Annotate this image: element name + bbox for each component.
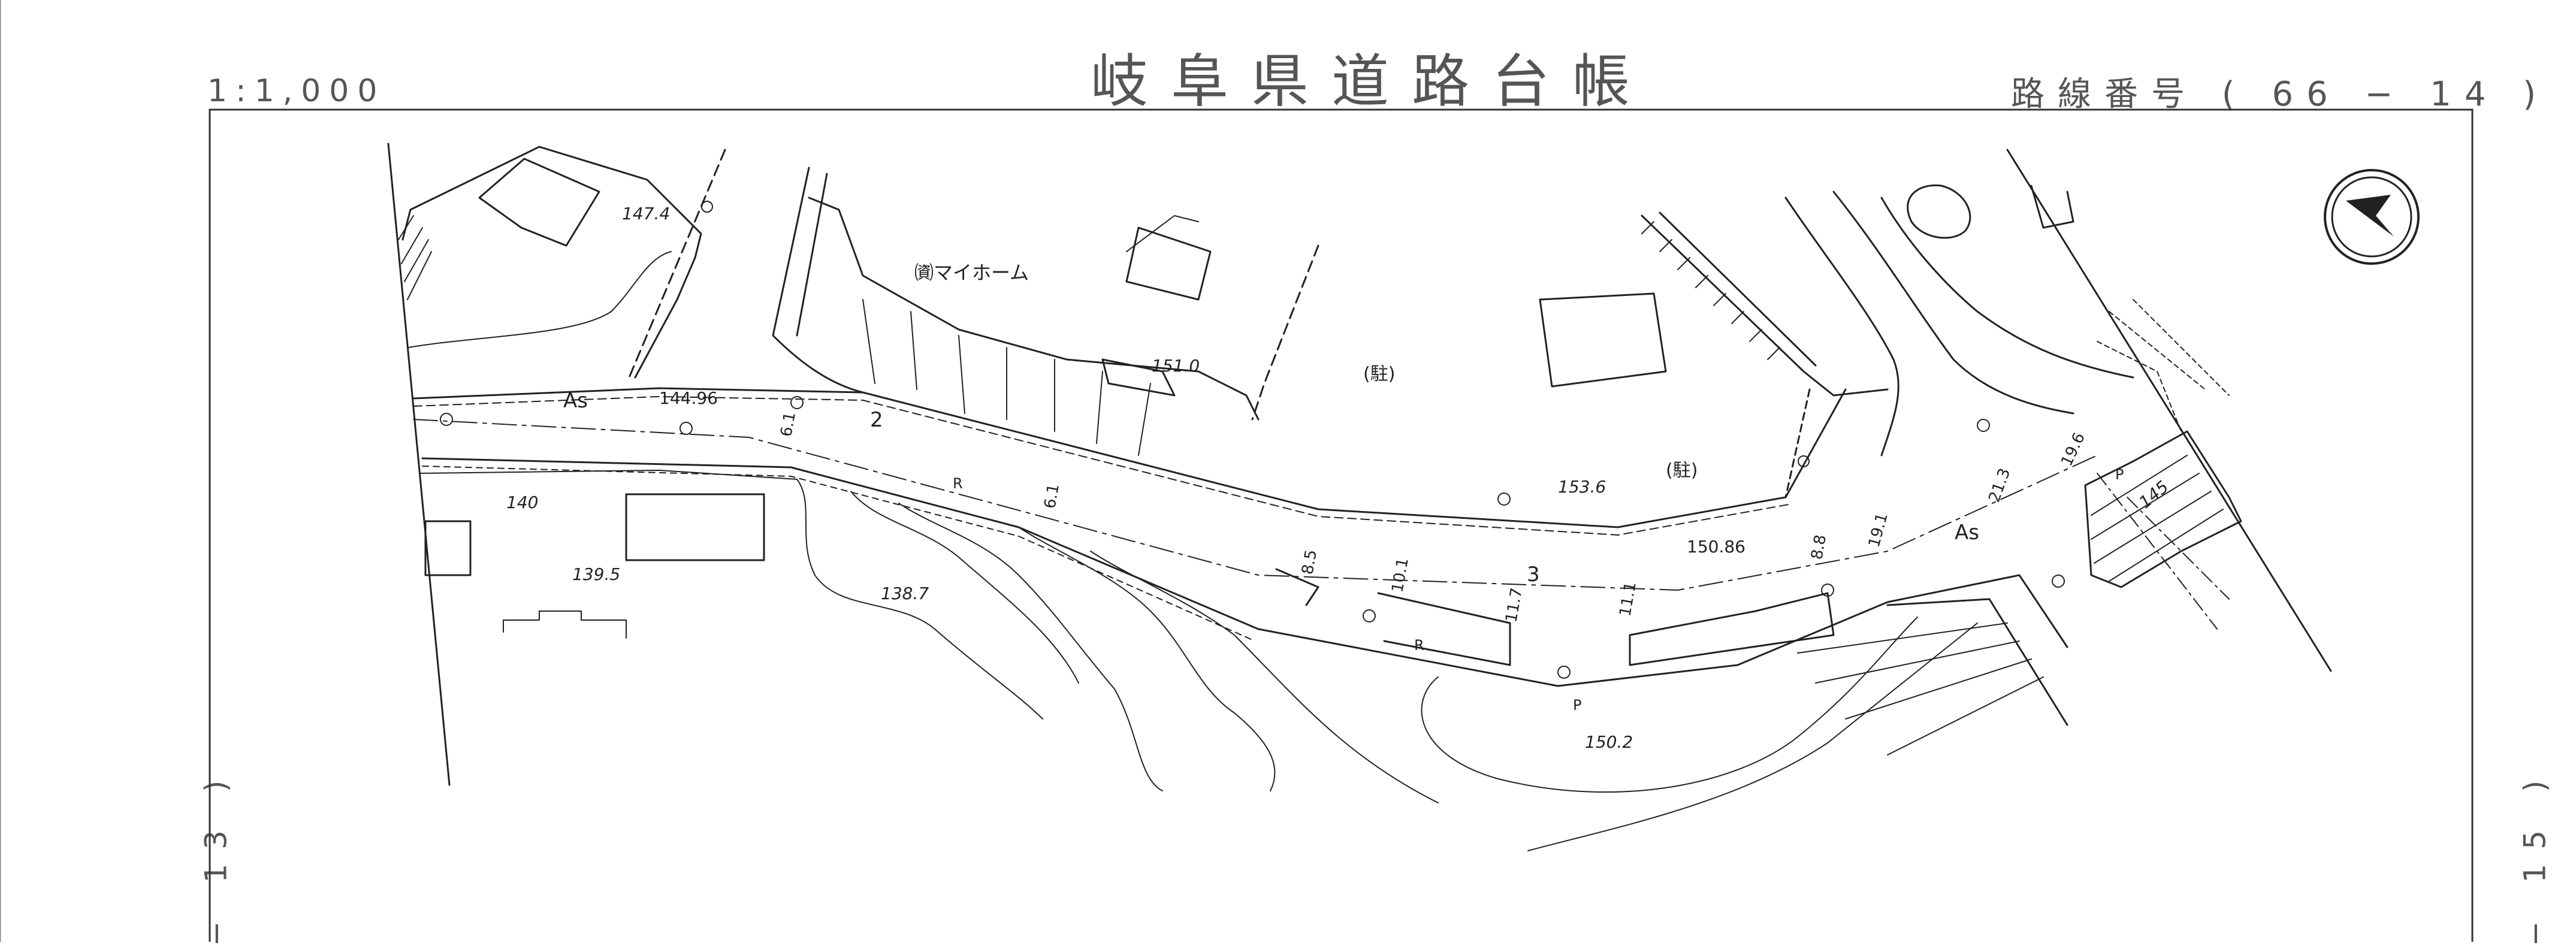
building-sw [625, 493, 765, 561]
width-label: 21.3 [1985, 466, 2014, 505]
map-frame [209, 108, 2474, 942]
lot-boundary [401, 146, 702, 379]
width-label: 19.1 [1865, 511, 1892, 549]
road-marker: R [1414, 637, 1424, 654]
width-label: 11.1 [1616, 581, 1640, 618]
curb-island [1629, 592, 1835, 666]
business-label: ㈾マイホーム [914, 261, 1029, 284]
route-number: 路線番号 ( 66 − 14 ) [2011, 75, 2550, 114]
width-label: 8.5 [1298, 548, 1321, 576]
building-small [1101, 358, 1176, 397]
elevation-label: 138.7 [881, 584, 929, 603]
west-boundary-line [387, 143, 451, 786]
map-linework [387, 143, 2332, 851]
width-label: 10.1 [1388, 557, 1412, 594]
survey-symbols [440, 201, 2065, 679]
parking-label: (駐) [1666, 460, 1698, 481]
elevation-label: 140 [506, 492, 538, 512]
page-title: 岐阜県道路台帳 [1091, 48, 1653, 115]
junction-edge [1784, 197, 1899, 457]
width-label: 6.1 [1041, 482, 1063, 510]
surface-label: As [563, 389, 588, 413]
width-label: 19.6 [2058, 430, 2089, 469]
north-arrow-icon [2324, 169, 2420, 265]
road-north-edge [412, 387, 1847, 528]
building-w [424, 520, 472, 576]
pole-marker: P [1573, 697, 1581, 714]
road-south-edge [421, 457, 2068, 687]
road-centerline [413, 419, 2098, 591]
roundabout-island [1907, 184, 1971, 239]
elevation-label: 145 [2135, 477, 2172, 513]
building-n [1125, 226, 1212, 301]
fence-line [1641, 214, 1889, 397]
elevation-label: 150.2 [1585, 732, 1633, 752]
map-scale: 1:1,000 [207, 73, 386, 109]
width-label: 8.8 [1808, 533, 1830, 561]
curb-island [1377, 592, 1511, 666]
house-outline [478, 158, 600, 247]
lot-boundary [772, 167, 864, 394]
station-number: 2 [870, 408, 883, 432]
width-label: 6.1 [777, 410, 799, 438]
east-boundary-line [2006, 149, 2332, 672]
station-number: 3 [1527, 563, 1540, 587]
elevation-label: 144.96 [659, 388, 718, 408]
elevation-label: 150.86 [1687, 537, 1745, 557]
elevation-label: 153.6 [1558, 477, 1606, 497]
surface-label: As [1955, 521, 1979, 545]
building-ne [1539, 292, 1667, 388]
elevation-label: 151.0 [1152, 356, 1200, 376]
width-label: 11.7 [1502, 587, 1526, 624]
parking-label: (駐) [1363, 364, 1395, 385]
elevation-label: 147.4 [622, 204, 670, 223]
pole-marker: P [2115, 466, 2124, 483]
hatched-parcel [2084, 430, 2242, 588]
contour-line [796, 479, 1043, 720]
road-marker: R [953, 475, 963, 492]
elevation-label: 139.5 [572, 564, 620, 584]
